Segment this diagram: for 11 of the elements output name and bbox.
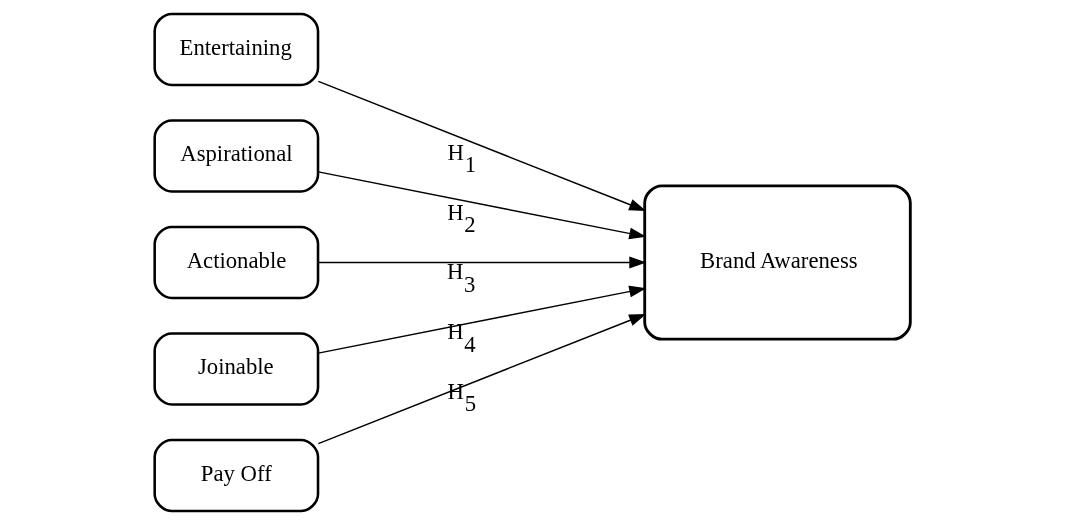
arrow xyxy=(317,171,647,240)
node-box: Aspirational xyxy=(153,119,320,193)
node-box: Entertaining xyxy=(153,12,320,87)
node-box: Pay Off xyxy=(153,438,320,513)
node-box: Joinable xyxy=(153,332,320,406)
arrow xyxy=(317,285,647,354)
node-box: Brand Awareness xyxy=(643,184,912,341)
node-box: Actionable xyxy=(153,225,320,300)
arrow xyxy=(317,80,647,212)
arrow xyxy=(317,313,647,445)
arrow xyxy=(317,256,647,269)
